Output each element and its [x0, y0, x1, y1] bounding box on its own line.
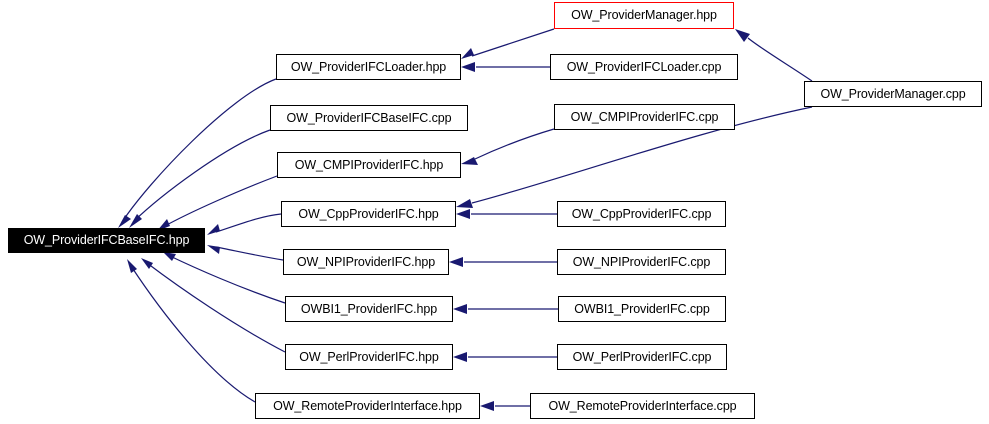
edge-line: [162, 175, 278, 228]
edge-manager_hpp-to-ifcloader_hpp: [461, 28, 555, 59]
edge-ifcloader_cpp-to-ifcloader_hpp: [461, 62, 550, 72]
arrowhead-icon: [480, 401, 494, 411]
graph-node-label: OW_RemoteProviderInterface.cpp: [548, 398, 737, 413]
graph-node-remote_hpp[interactable]: OW_RemoteProviderInterface.hpp: [255, 393, 480, 419]
graph-node-label: OW_CMPIProviderIFC.cpp: [570, 109, 719, 124]
graph-node-label: OW_CMPIProviderIFC.hpp: [294, 157, 444, 172]
edge-cpp_cpp-to-cpp_hpp: [456, 209, 557, 219]
graph-node-label: OW_PerlProviderIFC.hpp: [299, 349, 439, 364]
arrowhead-icon: [163, 252, 176, 261]
arrowhead-icon: [207, 245, 220, 254]
edge-ifcloader_hpp-to-root: [118, 78, 277, 228]
edge-line: [747, 37, 813, 82]
graph-node-cmpi_cpp[interactable]: OW_CMPIProviderIFC.cpp: [554, 104, 735, 130]
graph-node-owbi1_cpp[interactable]: OWBI1_ProviderIFC.cpp: [558, 296, 726, 322]
edge-line: [215, 213, 282, 233]
arrowhead-icon: [456, 209, 470, 219]
graph-node-label: OW_RemoteProviderInterface.hpp: [273, 398, 462, 413]
graph-node-manager_hpp[interactable]: OW_ProviderManager.hpp: [554, 2, 734, 29]
graph-node-npi_cpp[interactable]: OW_NPIProviderIFC.cpp: [557, 249, 726, 275]
graph-node-root[interactable]: OW_ProviderIFCBaseIFC.hpp: [8, 228, 205, 253]
edge-perl_cpp-to-perl_hpp: [453, 352, 557, 362]
arrowhead-icon: [449, 257, 463, 267]
edge-manager_cpp-to-cpp_hpp: [456, 106, 813, 208]
edge-npi_hpp-to-root: [207, 245, 284, 261]
edge-line: [471, 106, 813, 204]
edge-line: [471, 28, 555, 57]
edge-line: [132, 129, 271, 223]
edge-manager_cpp-to-manager_hpp: [735, 29, 813, 82]
edge-line: [474, 128, 555, 160]
edge-owbi1_hpp-to-root: [163, 252, 286, 304]
graph-node-label: OWBI1_ProviderIFC.cpp: [574, 301, 710, 316]
graph-node-label: OW_ProviderManager.cpp: [820, 86, 966, 101]
graph-node-owbi1_hpp[interactable]: OWBI1_ProviderIFC.hpp: [285, 296, 453, 322]
graph-node-npi_hpp[interactable]: OW_NPIProviderIFC.hpp: [283, 249, 449, 275]
arrowhead-icon: [141, 258, 153, 269]
arrowhead-icon: [461, 48, 474, 59]
graph-node-remote_cpp[interactable]: OW_RemoteProviderInterface.cpp: [530, 393, 755, 419]
edges-group: [118, 28, 813, 411]
graph-node-label: OW_CppProviderIFC.hpp: [298, 206, 439, 221]
graph-node-label: OWBI1_ProviderIFC.hpp: [300, 301, 438, 316]
arrowhead-icon: [735, 29, 750, 42]
graph-node-cpp_cpp[interactable]: OW_CppProviderIFC.cpp: [557, 201, 726, 227]
graph-node-perl_hpp[interactable]: OW_PerlProviderIFC.hpp: [285, 344, 453, 370]
graph-node-label: OW_ProviderIFCBaseIFC.hpp: [23, 233, 190, 248]
edge-line: [121, 78, 277, 223]
arrowhead-icon: [118, 215, 131, 228]
edge-perl_hpp-to-root: [141, 258, 286, 353]
graph-node-manager_cpp[interactable]: OW_ProviderManager.cpp: [804, 81, 982, 107]
graph-node-label: OW_CppProviderIFC.cpp: [571, 206, 712, 221]
edge-baseifc_cpp-to-root: [129, 129, 271, 228]
graph-node-label: OW_ProviderIFCLoader.hpp: [290, 59, 447, 74]
graph-node-perl_cpp[interactable]: OW_PerlProviderIFC.cpp: [557, 344, 727, 370]
edge-cmpi_hpp-to-root: [157, 175, 278, 231]
edge-remote_hpp-to-root: [127, 259, 256, 403]
graph-node-ifcloader_hpp[interactable]: OW_ProviderIFCLoader.hpp: [276, 54, 461, 80]
graph-node-label: OW_ProviderIFCLoader.cpp: [566, 59, 722, 74]
graph-node-label: OW_NPIProviderIFC.hpp: [296, 254, 436, 269]
edge-line: [146, 262, 286, 353]
edge-cpp_hpp-to-root: [207, 213, 282, 235]
graph-node-ifcloader_cpp[interactable]: OW_ProviderIFCLoader.cpp: [550, 54, 738, 80]
arrowhead-icon: [453, 304, 467, 314]
arrowhead-icon: [129, 214, 142, 228]
graph-node-baseifc_cpp[interactable]: OW_ProviderIFCBaseIFC.cpp: [270, 105, 468, 131]
edge-owbi1_cpp-to-owbi1_hpp: [453, 304, 558, 314]
graph-node-label: OW_ProviderIFCBaseIFC.cpp: [286, 110, 452, 125]
edge-line: [130, 265, 256, 403]
edge-line: [215, 246, 284, 261]
edge-npi_cpp-to-npi_hpp: [449, 257, 557, 267]
arrowhead-icon: [456, 199, 473, 208]
arrowhead-icon: [453, 352, 467, 362]
arrowhead-icon: [207, 224, 220, 235]
graph-node-label: OW_NPIProviderIFC.cpp: [572, 254, 711, 269]
edge-line: [169, 255, 286, 304]
arrowhead-icon: [461, 62, 475, 72]
graph-node-label: OW_PerlProviderIFC.cpp: [572, 349, 712, 364]
graph-node-cmpi_hpp[interactable]: OW_CMPIProviderIFC.hpp: [277, 152, 461, 178]
graph-node-cpp_hpp[interactable]: OW_CppProviderIFC.hpp: [281, 201, 456, 227]
graph-node-label: OW_ProviderManager.hpp: [571, 8, 717, 23]
arrowhead-icon: [461, 157, 478, 165]
edge-remote_cpp-to-remote_hpp: [480, 401, 530, 411]
arrowhead-icon: [127, 259, 137, 273]
edge-cmpi_cpp-to-cmpi_hpp: [461, 128, 555, 165]
